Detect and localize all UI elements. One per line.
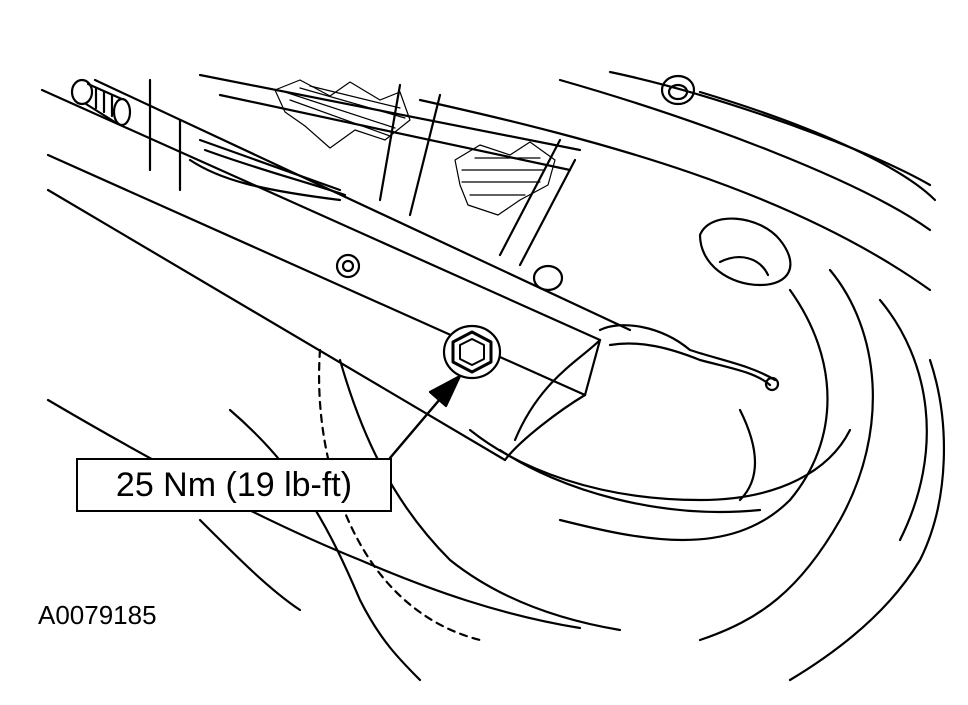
figure-id: A0079185: [38, 600, 157, 630]
hatched-area-left: [274, 79, 411, 149]
hatched-area-right: [454, 141, 556, 216]
callout-arrow: [388, 374, 462, 460]
torque-label: 25 Nm (19 lb-ft): [115, 465, 353, 504]
plug-icon: [335, 253, 361, 279]
dowel-icon: [532, 264, 564, 292]
opening-icon: [698, 217, 792, 287]
wire: [598, 324, 780, 392]
housing-outline: [418, 70, 946, 682]
lower-body-curves: [46, 358, 852, 682]
stud-icon: [70, 78, 132, 127]
hole-icon: [660, 74, 696, 106]
frame-rail: [40, 78, 632, 462]
torque-callout: 25 Nm (19 lb-ft): [76, 458, 392, 512]
hex-bolt-icon: [442, 324, 502, 380]
hidden-line: [317, 348, 482, 642]
